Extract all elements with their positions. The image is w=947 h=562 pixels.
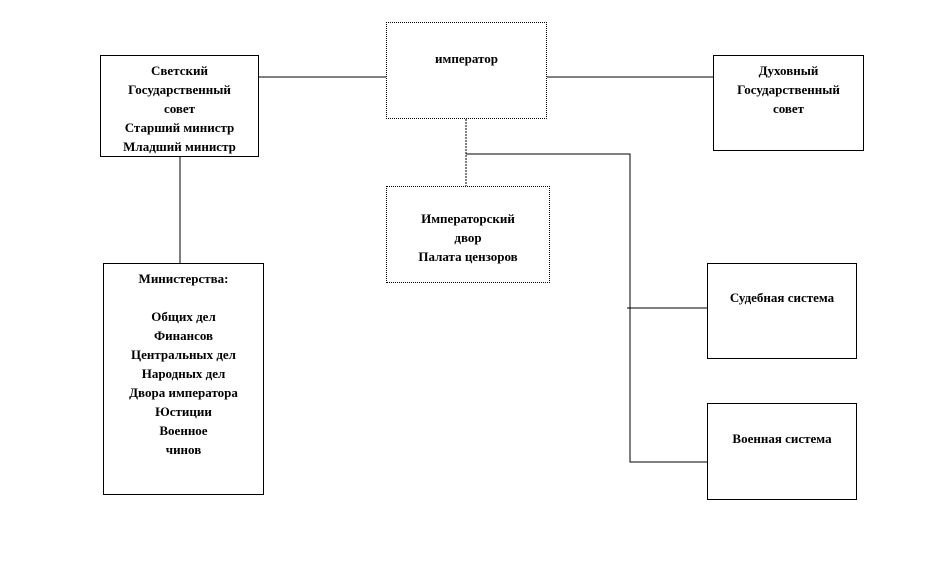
ministry-item: Центральных дел	[131, 347, 236, 362]
ministry-item: Народных дел	[141, 366, 226, 381]
ministries-title: Министерства:	[138, 271, 229, 286]
ministry-item: Военное	[159, 423, 208, 438]
ministry-item: Юстиции	[155, 404, 212, 419]
spacer	[104, 288, 263, 307]
box-line: Светский	[151, 63, 208, 78]
emperor-box: император	[386, 22, 547, 119]
military-system-label: Военная система	[732, 431, 832, 446]
box-line: Палата цензоров	[418, 249, 518, 264]
military-system-box: Военная система	[707, 403, 857, 500]
secular-state-council-box: Светский Государственный совет Старший м…	[100, 55, 259, 157]
box-line: Императорский	[421, 211, 515, 226]
ministry-item: чинов	[165, 442, 202, 457]
box-line: Младший министр	[123, 139, 236, 154]
box-line: двор	[454, 230, 482, 245]
judicial-system-label: Судебная система	[729, 290, 835, 305]
box-line: Духовный	[758, 63, 819, 78]
emperor-label: император	[435, 51, 498, 66]
box-line: Государственный	[128, 82, 231, 97]
box-line: совет	[163, 101, 196, 116]
judicial-system-box: Судебная система	[707, 263, 857, 359]
ministry-item: Общих дел	[151, 309, 216, 324]
box-line: Государственный	[737, 82, 840, 97]
ministries-box: Министерства: Общих дел Финансов Централ…	[103, 263, 264, 495]
box-line: совет	[772, 101, 805, 116]
imperial-court-box: Императорский двор Палата цензоров	[386, 186, 550, 283]
ministry-item: Финансов	[153, 328, 214, 343]
box-line: Старший министр	[124, 120, 235, 135]
ministry-item: Двора императора	[129, 385, 238, 400]
spiritual-state-council-box: Духовный Государственный совет	[713, 55, 864, 151]
